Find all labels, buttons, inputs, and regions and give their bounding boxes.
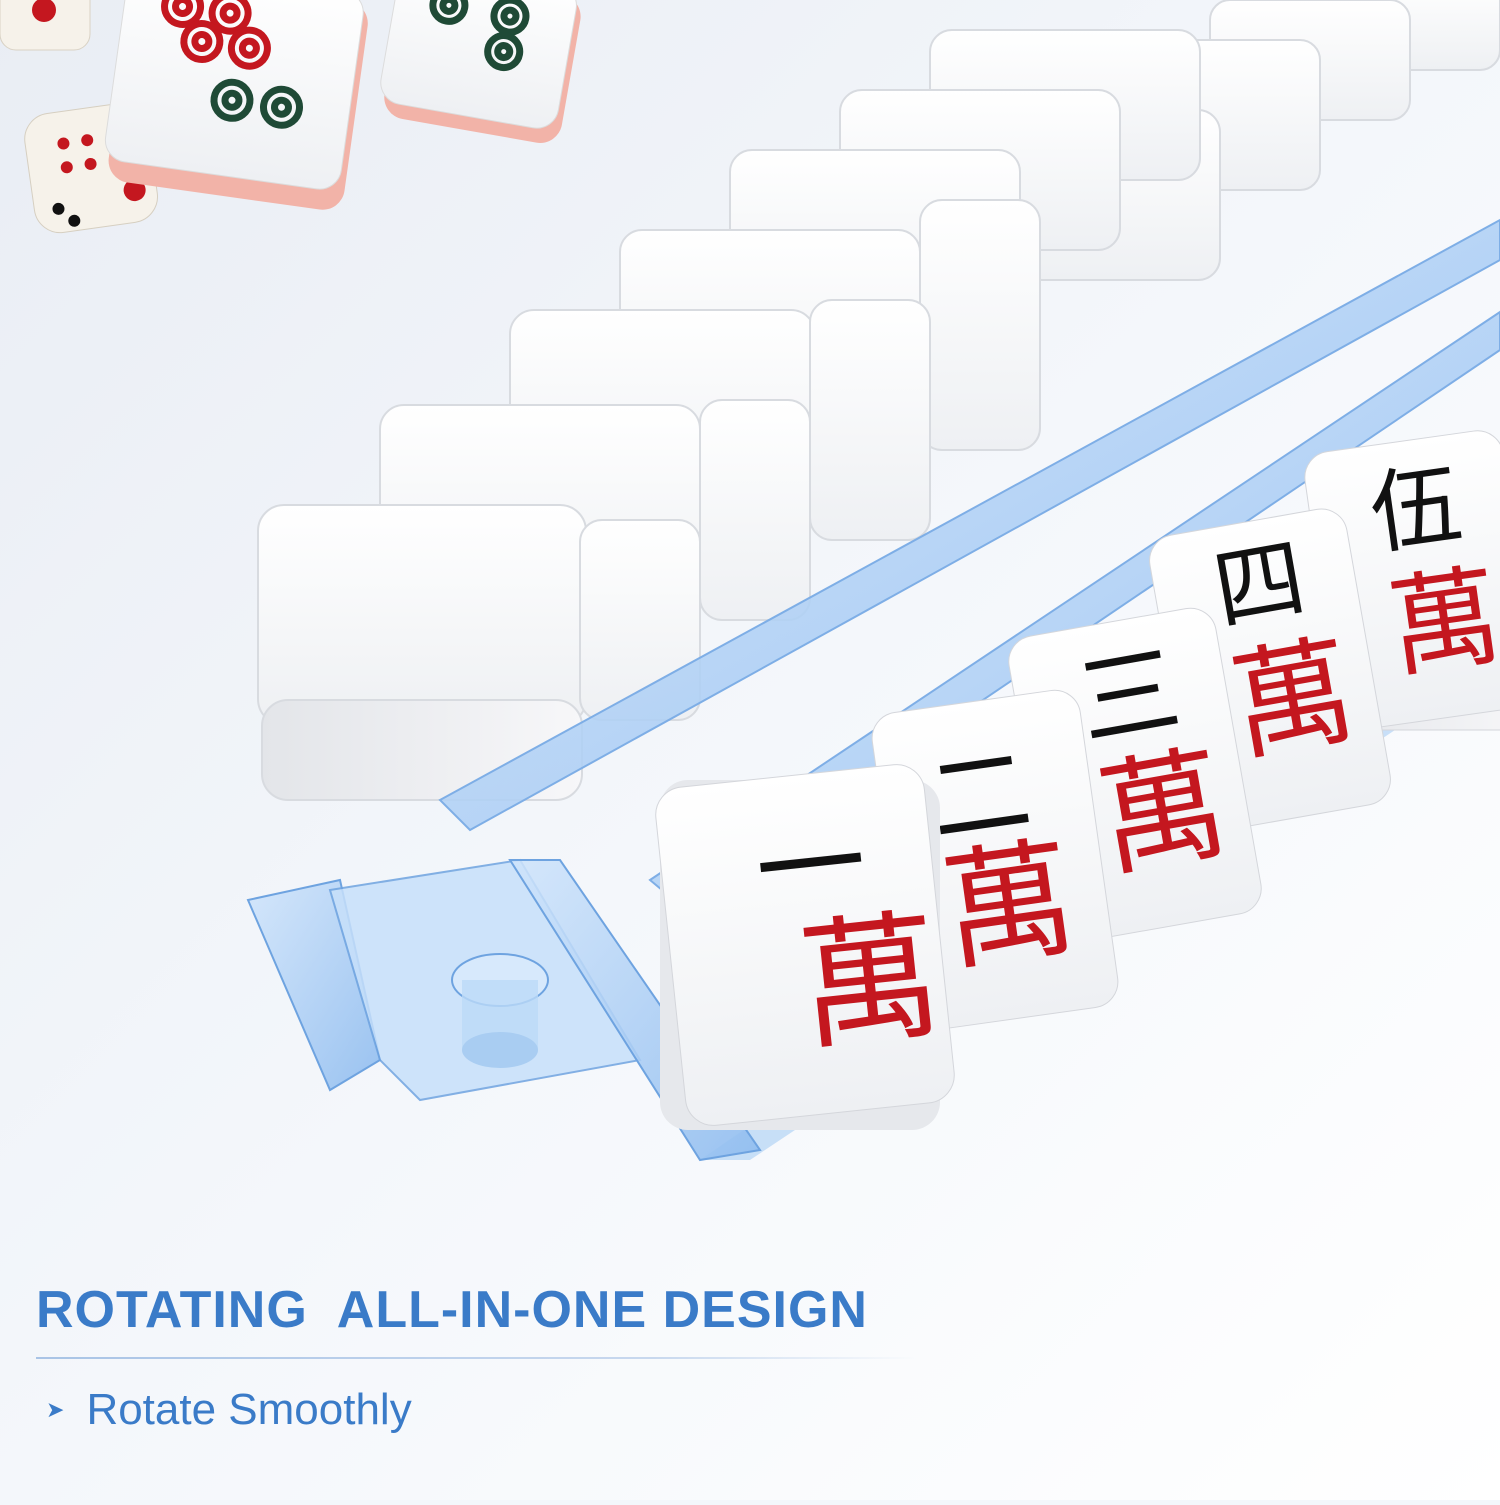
- feature-label: Rotate Smoothly: [86, 1385, 412, 1434]
- tile-number: 二: [923, 731, 1038, 861]
- arrow-bullet-icon: ➤: [46, 1397, 65, 1423]
- feature-item: ➤ Rotate Smoothly: [46, 1385, 412, 1435]
- headline: ROTATING ALL-IN-ONE DESIGN: [36, 1281, 868, 1339]
- divider: [36, 1357, 916, 1359]
- tile-suit: 萬: [1088, 731, 1236, 896]
- tile-suit: 萬: [792, 894, 948, 1071]
- tile-number: 三: [1070, 630, 1189, 763]
- tile-suit: 萬: [934, 821, 1084, 990]
- character-tile-row: 伍 萬 四 萬 三 萬 二 萬 一 萬: [655, 430, 1500, 1130]
- tile-number: 伍: [1364, 452, 1468, 569]
- face-down-tile-wall: [257, 0, 1500, 801]
- loose-tile-circles-left: [104, 0, 368, 210]
- tile-number: 四: [1206, 525, 1313, 644]
- tile-yi-wan: 一 萬: [655, 764, 955, 1130]
- tile-suit: 萬: [1222, 621, 1364, 779]
- tile-san-wan: 三 萬: [1008, 607, 1262, 943]
- loose-tile-circles-right: [380, 0, 581, 143]
- die-top-left: [0, 0, 91, 51]
- tile-suit: 萬: [1381, 551, 1500, 693]
- tile-number: 一: [750, 798, 873, 937]
